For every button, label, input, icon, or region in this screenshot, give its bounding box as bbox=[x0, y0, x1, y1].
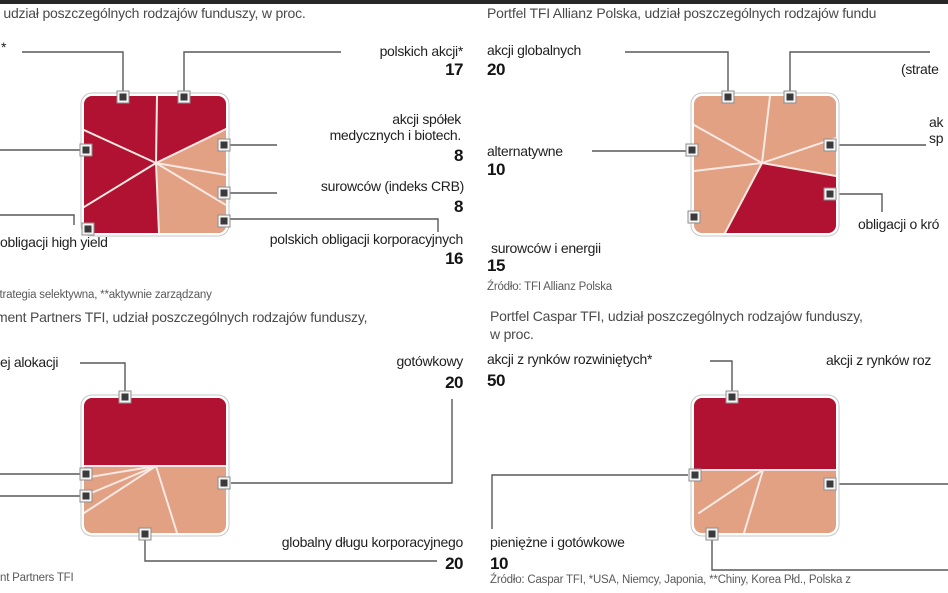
connector-line bbox=[230, 218, 439, 232]
q4-label-pieniezne: pieniężne i gotówkowe bbox=[490, 534, 625, 550]
q1-value-obligacji-korporacyjnych: 16 bbox=[445, 249, 463, 268]
anchor-dot bbox=[218, 215, 230, 227]
anchor-dot bbox=[80, 468, 92, 480]
anchor-dot bbox=[119, 391, 131, 403]
connector-line bbox=[0, 214, 75, 225]
anchor-dot bbox=[82, 223, 94, 235]
q3-title: ment Partners TFI, udział poszczególnych… bbox=[0, 309, 368, 325]
anchor-dot bbox=[824, 139, 836, 151]
pie-slice-dark bbox=[694, 398, 836, 470]
q1-label-akcji-spolek-line2: medycznych i biotech. bbox=[329, 127, 462, 143]
q1-label-akcji-spolek: akcji spółek medycznych i biotech. bbox=[329, 111, 462, 143]
q2-label-cropped-ak-sp: ak sp bbox=[929, 114, 943, 146]
connector-line bbox=[183, 51, 341, 91]
q3-value-globalny-dlugu: 20 bbox=[445, 554, 463, 573]
q4-value-rynkow-rozwinietych: 50 bbox=[487, 371, 505, 390]
anchor-dot bbox=[726, 391, 738, 403]
square-pie-chart-q1 bbox=[80, 92, 230, 237]
q2-label-cropped-strate: (strate bbox=[901, 61, 939, 77]
anchor-dot bbox=[117, 91, 129, 103]
q1-label-cropped-star: * bbox=[1, 39, 7, 55]
q3-source: nt Partners TFI bbox=[0, 572, 74, 584]
q2-title: Portfel TFI Allianz Polska, udział poszc… bbox=[487, 5, 877, 21]
connector-line bbox=[231, 399, 453, 484]
q4-source: Źródło: Caspar TFI, *USA, Niemcy, Japoni… bbox=[490, 574, 851, 586]
q2-value-surowcow-energii: 15 bbox=[487, 256, 505, 275]
q2-label-cropped-sp: sp bbox=[929, 130, 944, 146]
square-pie-chart-q4 bbox=[690, 394, 840, 537]
pie-slice-dividers bbox=[694, 469, 836, 533]
anchor-dot bbox=[689, 469, 701, 481]
anchor-dot bbox=[688, 211, 700, 223]
connector-line bbox=[711, 540, 948, 571]
q4-title-line1: Portfel Caspar TFI, udział poszczególnyc… bbox=[490, 308, 863, 324]
pie-slice-dividers bbox=[84, 465, 226, 533]
q1-label-polskich-akcji: polskich akcji* bbox=[379, 43, 464, 59]
connector-line bbox=[789, 51, 930, 91]
connector-line bbox=[80, 362, 126, 391]
pie-slice-dividers bbox=[694, 96, 836, 233]
q2-value-alternatywne: 10 bbox=[487, 160, 505, 179]
q3-label-gotowkowy: gotówkowy bbox=[396, 353, 463, 369]
connector-line bbox=[710, 360, 733, 391]
connector-line bbox=[625, 51, 729, 91]
anchor-dot bbox=[80, 144, 92, 156]
square-pie-chart-q2 bbox=[690, 92, 840, 237]
connector-line bbox=[491, 474, 688, 529]
q2-label-akcji-globalnych: akcji globalnych bbox=[487, 42, 582, 58]
q1-label-obligacji-korporacyjnych: polskich obligacji korporacyjnych bbox=[269, 231, 464, 247]
q3-value-gotowkowy: 20 bbox=[445, 373, 463, 392]
anchor-dot bbox=[686, 144, 698, 156]
anchor-dot bbox=[218, 477, 230, 489]
q1-title: , udział poszczególnych rodzajów fundusz… bbox=[0, 5, 306, 21]
q2-label-alternatywne: alternatywne bbox=[487, 143, 563, 159]
anchor-dot bbox=[218, 187, 230, 199]
q1-value-surowcow: 8 bbox=[454, 197, 463, 216]
pie-slice-dark bbox=[84, 398, 226, 466]
anchor-dot bbox=[824, 478, 836, 490]
q2-value-akcji-globalnych: 20 bbox=[487, 60, 505, 79]
q1-label-obligacji-high-yield: obligacji high yield bbox=[0, 234, 108, 250]
connector-line bbox=[144, 540, 437, 562]
anchor-dot bbox=[722, 91, 734, 103]
anchor-dot bbox=[824, 188, 836, 200]
top-crop-bar bbox=[0, 0, 948, 4]
q1-label-akcji-spolek-line1: akcji spółek bbox=[392, 111, 461, 127]
anchor-dot bbox=[139, 528, 151, 540]
square-pie-chart-q3 bbox=[80, 394, 230, 537]
q4-label-rynkow-rozwinietych: akcji z rynków rozwiniętych* bbox=[487, 351, 653, 367]
anchor-dot bbox=[784, 91, 796, 103]
anchor-dot bbox=[80, 490, 92, 502]
anchor-dot bbox=[178, 91, 190, 103]
anchor-dot bbox=[218, 139, 230, 151]
q1-label-surowcow: surowców (indeks CRB) bbox=[320, 178, 464, 194]
q1-footnote: strategia selektywna, **aktywnie zarządz… bbox=[0, 289, 212, 301]
q1-value-akcji-spolek: 8 bbox=[454, 146, 463, 165]
q2-label-surowcow-energii: surowców i energii bbox=[491, 240, 601, 256]
q4-title-line2: w proc. bbox=[490, 326, 534, 342]
q3-label-cropped-alokacji: ej alokacji bbox=[0, 354, 59, 370]
anchor-dot bbox=[706, 528, 718, 540]
pie-slice-dividers bbox=[84, 96, 226, 233]
q2-label-cropped-obligacji: obligacji o kró bbox=[858, 216, 940, 232]
q2-source: Źródło: TFI Allianz Polska bbox=[487, 281, 612, 293]
q4-label-cropped-rynkow-roz: akcji z rynków roz bbox=[826, 352, 932, 368]
q2-label-cropped-ak: ak bbox=[929, 114, 944, 130]
q1-value-polskich-akcji: 17 bbox=[445, 60, 463, 79]
connector-line bbox=[22, 51, 124, 91]
q3-label-globalny-dlugu: globalny długu korporacyjnego bbox=[281, 534, 464, 550]
connector-line bbox=[837, 193, 883, 212]
q4-value-pieniezne: 10 bbox=[490, 554, 508, 573]
